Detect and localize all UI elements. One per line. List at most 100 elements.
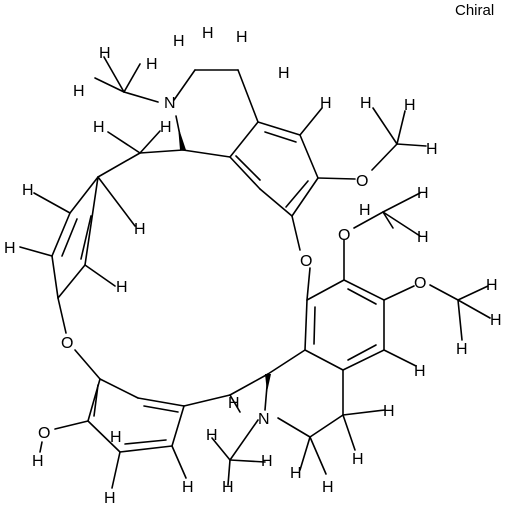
bond bbox=[299, 436, 311, 471]
bond bbox=[383, 349, 417, 367]
bond bbox=[123, 63, 141, 93]
atom-h: H bbox=[182, 479, 194, 496]
bond bbox=[183, 394, 231, 407]
atom-h: H bbox=[99, 45, 111, 62]
bond bbox=[229, 419, 259, 461]
bond bbox=[61, 218, 78, 257]
bond bbox=[74, 349, 101, 380]
bond bbox=[69, 176, 99, 214]
bond bbox=[84, 176, 99, 266]
stereo-wedge-upper bbox=[178, 126, 186, 150]
atom-h: H bbox=[261, 453, 273, 470]
atom-h: H bbox=[222, 479, 234, 496]
bond bbox=[264, 131, 297, 143]
atom-h: H bbox=[173, 33, 185, 50]
atom-h: H bbox=[4, 240, 16, 257]
bond bbox=[347, 344, 377, 361]
bond bbox=[259, 188, 293, 217]
bonds bbox=[19, 56, 491, 489]
bond bbox=[237, 69, 259, 123]
bond bbox=[306, 279, 345, 301]
bond bbox=[396, 143, 427, 147]
bond bbox=[124, 439, 167, 445]
atom-h: H bbox=[322, 479, 334, 496]
atom-h: H bbox=[417, 185, 429, 202]
bond bbox=[371, 143, 398, 171]
bond bbox=[173, 69, 196, 101]
atom-h: H bbox=[202, 25, 214, 42]
bond bbox=[343, 279, 385, 301]
bond bbox=[277, 417, 311, 438]
atom-h: H bbox=[32, 453, 44, 470]
atom-o-ether-left: O bbox=[61, 335, 73, 352]
atom-h: H bbox=[22, 182, 34, 199]
atom-h: H bbox=[278, 65, 290, 82]
atom-h: H bbox=[359, 202, 371, 219]
bond bbox=[171, 445, 187, 479]
bond bbox=[97, 176, 136, 227]
stereo-wedge-lower bbox=[265, 374, 271, 392]
atom-h: H bbox=[383, 403, 395, 420]
bond bbox=[80, 215, 92, 260]
bond bbox=[33, 192, 71, 214]
atom-h: H bbox=[290, 465, 302, 482]
bond bbox=[93, 384, 99, 417]
atom-h: H bbox=[104, 490, 116, 507]
atom-h: H bbox=[116, 279, 128, 296]
atom-h: H bbox=[134, 221, 146, 238]
bond bbox=[51, 255, 59, 299]
bond bbox=[342, 409, 386, 416]
bond bbox=[457, 299, 463, 341]
atom-o-methoxy-2: O bbox=[338, 227, 350, 244]
bond bbox=[84, 264, 116, 287]
hydrogen-labels: H H H H H H H H H H H H H H H H H H H H … bbox=[4, 25, 502, 507]
bond bbox=[342, 414, 356, 451]
bond bbox=[382, 211, 421, 237]
bond bbox=[139, 130, 161, 154]
bond bbox=[19, 246, 53, 257]
bond bbox=[99, 378, 139, 399]
atom-h: H bbox=[160, 119, 172, 136]
bond bbox=[299, 134, 319, 179]
atom-h: H bbox=[236, 29, 248, 46]
bond bbox=[285, 180, 309, 208]
bond bbox=[119, 445, 173, 453]
bond bbox=[182, 149, 231, 158]
atom-h: H bbox=[360, 95, 372, 112]
bond bbox=[291, 177, 319, 217]
bond bbox=[267, 349, 306, 375]
atom-h: H bbox=[490, 312, 502, 329]
atom-o-methoxy-1: O bbox=[356, 173, 368, 190]
bond bbox=[103, 56, 125, 93]
atom-h: H bbox=[456, 341, 468, 358]
bond bbox=[111, 451, 121, 489]
bond bbox=[139, 149, 184, 154]
bond bbox=[51, 212, 71, 257]
bond bbox=[457, 285, 489, 301]
atom-o-ether-right: O bbox=[300, 253, 312, 270]
atom-h: H bbox=[228, 395, 240, 412]
bond bbox=[382, 211, 394, 229]
bond bbox=[94, 77, 125, 93]
bond bbox=[171, 405, 185, 447]
bond bbox=[229, 121, 259, 158]
bond bbox=[229, 394, 241, 413]
bond bbox=[211, 437, 231, 461]
atom-h: H bbox=[486, 277, 498, 294]
bond bbox=[235, 155, 261, 181]
bond bbox=[306, 267, 311, 301]
bond bbox=[87, 420, 121, 453]
atom-h: H bbox=[93, 119, 105, 136]
bond bbox=[304, 349, 344, 371]
atom-h: H bbox=[320, 95, 332, 112]
atom-h: H bbox=[110, 429, 122, 446]
bond bbox=[382, 192, 421, 213]
bond bbox=[299, 107, 323, 136]
bond bbox=[143, 405, 179, 413]
bond bbox=[396, 110, 406, 145]
bond bbox=[309, 436, 327, 475]
atom-o-hydroxyl: O bbox=[38, 425, 50, 442]
bond bbox=[304, 299, 308, 351]
